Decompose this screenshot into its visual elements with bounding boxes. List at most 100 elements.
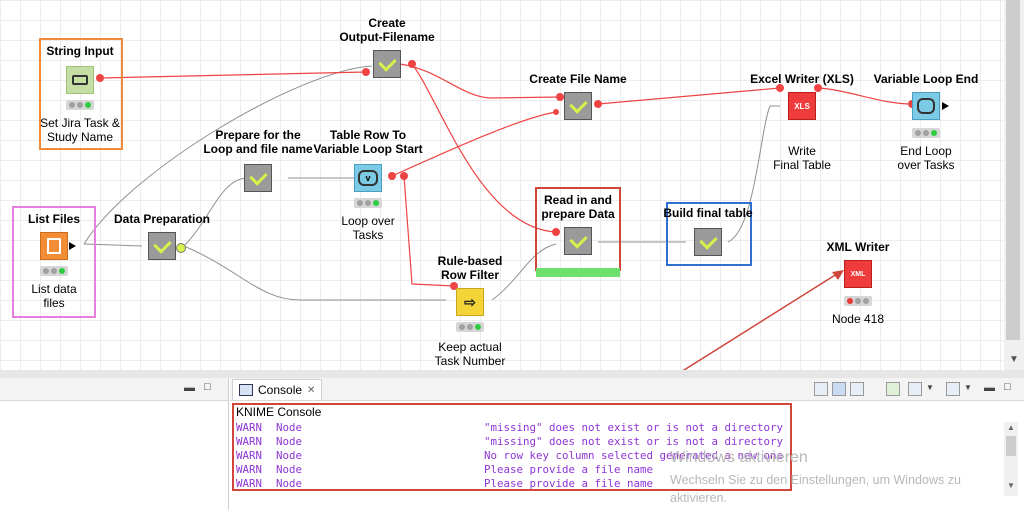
node-build-final[interactable]: Build final table (638, 206, 778, 260)
annotation-console-highlight (232, 403, 792, 491)
node-xml-writer[interactable]: XML Writer XML Node 418 (788, 238, 928, 330)
console-title: KNIME Console (236, 405, 322, 419)
node-title: Excel Writer (XLS) (750, 72, 854, 86)
annotation-green-bar (536, 268, 620, 277)
console-output[interactable]: WARN Node "missing" does not exist or is n… (236, 421, 796, 491)
metanode-check-icon (564, 92, 592, 120)
metanode-check-icon (244, 164, 272, 192)
edge-tablerow-rulefilter (403, 175, 455, 287)
node-create-output-filename[interactable]: Create Output-Filename (317, 16, 457, 86)
annotation-build-final (666, 202, 752, 266)
metanode-check-icon (148, 232, 176, 260)
console-line-level: WARN (236, 477, 263, 490)
edge-excel-loopend (817, 87, 913, 105)
chevron-down-icon[interactable]: ▼ (926, 383, 934, 392)
close-icon[interactable]: ✕ (307, 384, 316, 396)
display-console-icon[interactable] (908, 382, 922, 396)
node-variable-loop-end[interactable]: Variable Loop End End Loop over Tasks (856, 72, 996, 176)
pin-console-icon[interactable] (886, 382, 900, 396)
xml-writer-icon: XML (844, 260, 872, 288)
row-filter-icon: ⇨ (456, 288, 484, 316)
workflow-canvas[interactable]: String Input Set Jira Task & Study Name … (0, 0, 1004, 370)
node-title: Create Output-Filename (339, 16, 435, 44)
canvas-scrollbar-thumb[interactable] (1006, 0, 1020, 340)
loop-start-icon: v (354, 164, 382, 192)
node-title: Build final table (663, 206, 753, 220)
annotation-string-input (39, 38, 123, 150)
console-line-message: No row key column selected generated a n… (484, 449, 784, 462)
node-read-prepare[interactable]: Read in and prepare Data (508, 193, 648, 259)
node-title: Data Preparation (113, 212, 211, 226)
annotation-list-files (12, 206, 96, 318)
string-input-icon (66, 66, 94, 94)
node-rule-filter[interactable]: Rule-based Row Filter ⇨ Keep actual Task… (400, 252, 540, 368)
edge-tablerow-createfile (391, 111, 557, 177)
console-line-source: Node (276, 435, 303, 448)
annotation-arrow (682, 271, 841, 370)
open-console-icon[interactable] (946, 382, 960, 396)
minimize-icon[interactable]: ▬ (184, 382, 195, 394)
connection-layer (83, 60, 916, 370)
metanode-check-icon (564, 227, 592, 255)
scroll-down-icon[interactable]: ▼ (1007, 481, 1015, 490)
node-prepare-loop[interactable]: Prepare for the Loop and file name (188, 128, 328, 198)
node-title: Table Row To Variable Loop Start (313, 128, 423, 156)
node-create-file-name[interactable]: Create File Name (508, 72, 648, 126)
annotation-arrowhead (832, 270, 844, 280)
edge-listfiles-dataprep (83, 243, 143, 247)
loop-end-icon (912, 92, 940, 120)
console-line-level: WARN (236, 435, 263, 448)
scroll-up-icon[interactable]: ▲ (1007, 423, 1015, 432)
minimize-icon[interactable]: ▬ (984, 382, 995, 394)
clear-console-icon[interactable] (814, 382, 828, 396)
node-title: String Input (46, 44, 114, 58)
console-line-level: WARN (236, 449, 263, 462)
node-list-files[interactable]: List Files List data files (0, 208, 124, 318)
pane-divider[interactable] (0, 370, 1024, 378)
chevron-down-icon[interactable]: ▼ (964, 383, 972, 392)
node-subtitle: List data files (31, 282, 77, 310)
scroll-lock-icon[interactable] (832, 382, 846, 396)
node-subtitle: Loop over Tasks (341, 214, 395, 242)
node-subtitle: Write Final Table (773, 144, 831, 172)
edge-stringinput-createoutput (99, 71, 367, 79)
console-scrollbar-thumb[interactable] (1006, 436, 1016, 456)
tab-console[interactable]: Console ✕ (232, 379, 323, 400)
edge-build-excel (727, 105, 780, 243)
node-title: Read in and prepare Data (541, 193, 615, 221)
node-data-preparation[interactable]: Data Preparation (92, 210, 232, 270)
node-title: Create File Name (529, 72, 627, 86)
metanode-check-icon (373, 50, 401, 78)
edge-rulefilter-readprep (491, 243, 557, 301)
console-line: WARN Node Please provide a file name (236, 477, 796, 491)
console-line-message: "missing" does not exist or is not a dir… (484, 421, 784, 434)
edge-createfile-excel (597, 87, 781, 105)
node-subtitle: End Loop over Tasks (897, 144, 955, 172)
console-line-message: Please provide a file name (484, 477, 654, 490)
tab-console-label: Console (258, 383, 303, 397)
edge-dataprep-rulefilter (183, 245, 446, 301)
console-line-level: WARN (236, 421, 263, 434)
edge-dataprep-prepare (183, 177, 247, 247)
node-title: Prepare for the Loop and file name (203, 128, 313, 156)
node-title: XML Writer (826, 240, 890, 254)
console-line-message: Please provide a file name (484, 463, 654, 476)
scroll-down-icon[interactable]: ▼ (1009, 354, 1019, 365)
node-string-input[interactable]: String Input Set Jira Task & Study Name (10, 40, 150, 150)
word-wrap-icon[interactable] (850, 382, 864, 396)
node-title: Variable Loop End (873, 72, 979, 86)
node-subtitle: Keep actual Task Number (434, 340, 506, 368)
node-title: Rule-based Row Filter (437, 254, 503, 282)
console-line-source: Node (276, 477, 303, 490)
node-table-row-to-variable[interactable]: Table Row To Variable Loop Start v Loop … (298, 128, 438, 242)
metanode-check-icon (694, 228, 722, 256)
console-line-level: WARN (236, 463, 263, 476)
maximize-icon[interactable]: □ (204, 381, 211, 393)
maximize-icon[interactable]: □ (1004, 381, 1011, 393)
node-excel-writer[interactable]: Excel Writer (XLS) XLS Write Final Table (732, 72, 872, 176)
